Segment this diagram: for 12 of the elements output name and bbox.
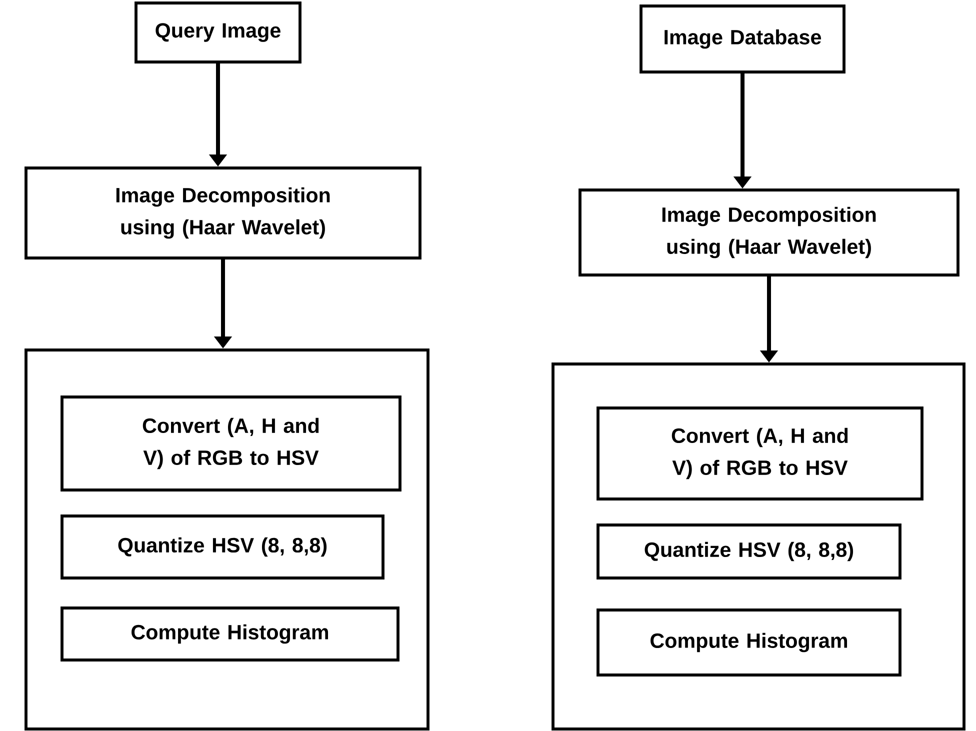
process-box: Image Decomposition using (Haar Wavelet) xyxy=(24,166,422,260)
process-box: Compute Histogram xyxy=(596,608,902,676)
process-box: Compute Histogram xyxy=(60,606,400,662)
group-frame xyxy=(24,348,430,730)
process-box: Image Decomposition using (Haar Wavelet) xyxy=(578,188,960,276)
process-box: Image Database xyxy=(640,4,846,74)
process-box: Quantize HSV (8, 8,8) xyxy=(60,514,384,580)
process-box: Convert (A, H and V) of RGB to HSV xyxy=(596,406,924,500)
process-box: Query Image xyxy=(134,2,302,64)
group-frame xyxy=(552,362,966,730)
process-box: Quantize HSV (8, 8,8) xyxy=(596,524,902,580)
process-box: Convert (A, H and V) of RGB to HSV xyxy=(60,396,402,492)
